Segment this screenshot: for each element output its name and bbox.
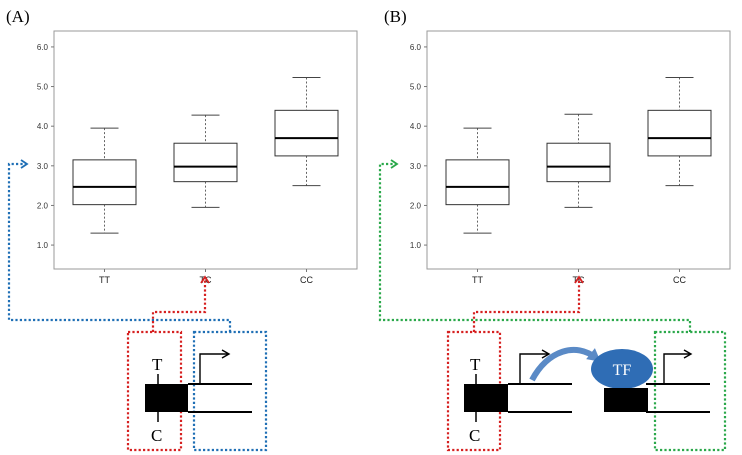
box-iqr xyxy=(445,159,510,206)
curved-arrow-b xyxy=(529,347,601,382)
feedback-line-green-b xyxy=(378,159,692,332)
box-iqr xyxy=(274,109,339,157)
snp-region-a xyxy=(145,384,188,412)
gene-box-green-b xyxy=(653,330,727,452)
tss-arrow-regulator-b xyxy=(519,349,551,384)
y-tick-label: 6.0 xyxy=(37,43,49,52)
panel-label-a: (A) xyxy=(6,7,30,26)
boxplot-b: 1.0 2.0 3.0 4.0 5.0 6.0TT TC CC xyxy=(410,43,712,285)
y-tick-label: 3.0 xyxy=(37,162,49,171)
category-label: CC xyxy=(300,275,313,285)
gene-box-blue-a xyxy=(192,330,268,452)
y-tick-label: 5.0 xyxy=(37,83,49,92)
y-tick-label: 2.0 xyxy=(410,201,422,210)
y-tick-label: 5.0 xyxy=(410,83,422,92)
tf-ellipse xyxy=(591,349,653,389)
box-iqr xyxy=(173,142,238,183)
snp-region-b xyxy=(464,384,508,412)
tss-arrow-target-b xyxy=(663,349,693,384)
y-tick-label: 1.0 xyxy=(37,241,49,250)
target-promoter-b xyxy=(604,388,648,412)
allele-c-b: C xyxy=(469,426,480,445)
allele-c-a: C xyxy=(151,426,162,445)
y-tick-label: 2.0 xyxy=(37,201,49,210)
boxplot-a: 1.0 2.0 3.0 4.0 5.0 6.0TT TC CC xyxy=(37,43,339,285)
tss-arrow-a xyxy=(199,349,231,384)
box-iqr xyxy=(72,159,137,206)
category-label: TT xyxy=(99,275,110,285)
allele-t-b: T xyxy=(470,355,481,374)
allele-t-a: T xyxy=(152,355,163,374)
y-tick-label: 1.0 xyxy=(410,241,422,250)
tf-label: TF xyxy=(613,362,632,379)
y-tick-label: 6.0 xyxy=(410,43,422,52)
category-label: TT xyxy=(472,275,483,285)
category-label: CC xyxy=(673,275,686,285)
category-label: TC xyxy=(200,275,212,285)
y-tick-label: 3.0 xyxy=(410,162,422,171)
y-tick-label: 4.0 xyxy=(37,122,49,131)
link-line-red-b xyxy=(472,275,584,332)
category-label: TC xyxy=(573,275,585,285)
y-tick-label: 4.0 xyxy=(410,122,422,131)
link-line-red-a xyxy=(151,275,210,332)
box-iqr xyxy=(546,142,611,183)
box-iqr xyxy=(647,109,712,157)
panel-label-b: (B) xyxy=(384,7,407,26)
